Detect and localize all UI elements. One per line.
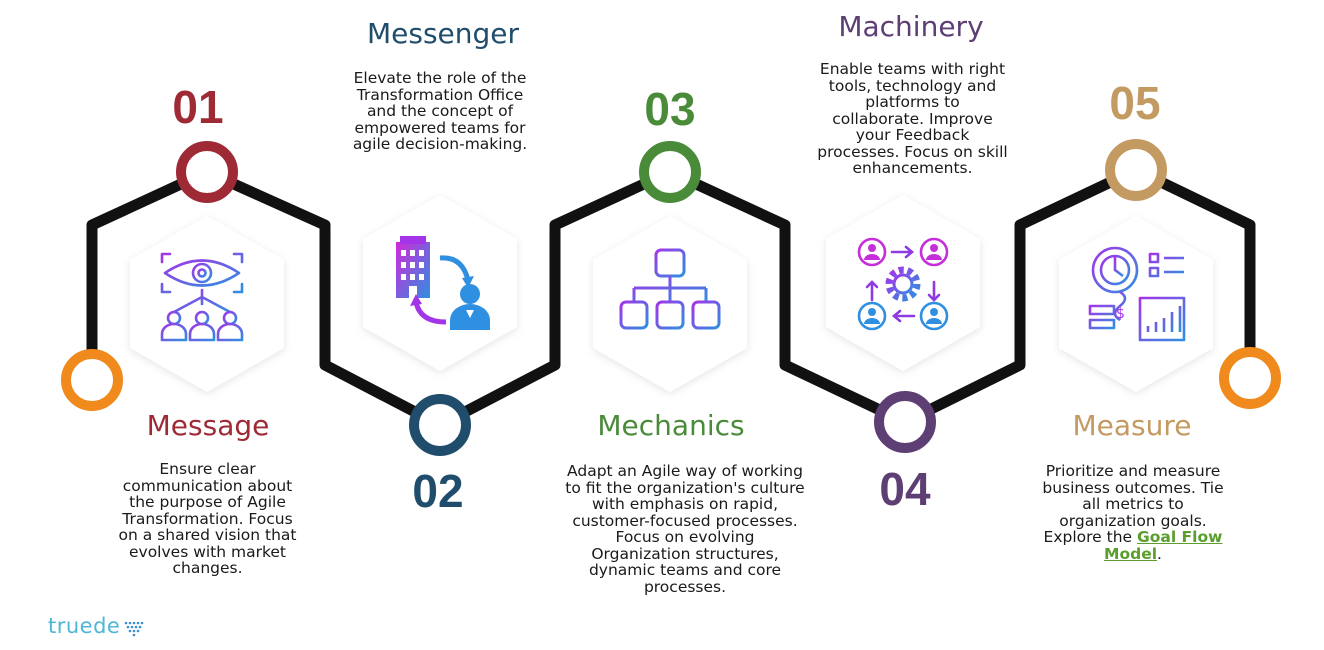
step-04-title: Machinery bbox=[838, 10, 984, 43]
step-04-number: 04 bbox=[879, 463, 931, 515]
step-02-number: 02 bbox=[412, 465, 464, 517]
node-02 bbox=[409, 394, 471, 456]
dashboard-metrics-icon: $ bbox=[1088, 246, 1186, 342]
logo-mark-icon bbox=[124, 621, 144, 637]
step-01-title: Message bbox=[146, 409, 270, 442]
svg-text:$: $ bbox=[1116, 306, 1125, 322]
step-03-number: 03 bbox=[644, 83, 696, 135]
goal-flow-model-link[interactable]: Goal Flow bbox=[1137, 528, 1223, 546]
node-end bbox=[1219, 347, 1281, 409]
org-chart-icon bbox=[619, 248, 721, 330]
hexagon-4 bbox=[826, 195, 980, 371]
step-02-title: Messenger bbox=[366, 17, 520, 50]
office-to-person-icon bbox=[396, 236, 490, 330]
node-05 bbox=[1105, 139, 1167, 201]
step-01-number: 01 bbox=[172, 81, 224, 133]
step-05-title: Measure bbox=[1072, 409, 1192, 442]
step-03-title: Mechanics bbox=[597, 409, 745, 442]
hexagon-2 bbox=[363, 195, 517, 371]
truedev-logo: truede bbox=[48, 614, 121, 638]
team-gear-icon bbox=[857, 237, 949, 331]
node-start bbox=[61, 349, 123, 411]
step-05-number: 05 bbox=[1109, 77, 1161, 129]
node-04 bbox=[874, 391, 936, 453]
node-01 bbox=[176, 141, 238, 203]
hexagon-5 bbox=[1059, 216, 1213, 392]
hexagon-3 bbox=[593, 216, 747, 392]
goal-flow-model-link-continued[interactable]: Model bbox=[1104, 544, 1158, 563]
eye-team-icon bbox=[160, 252, 244, 342]
hexagon-1 bbox=[130, 216, 284, 392]
node-03 bbox=[639, 141, 701, 203]
